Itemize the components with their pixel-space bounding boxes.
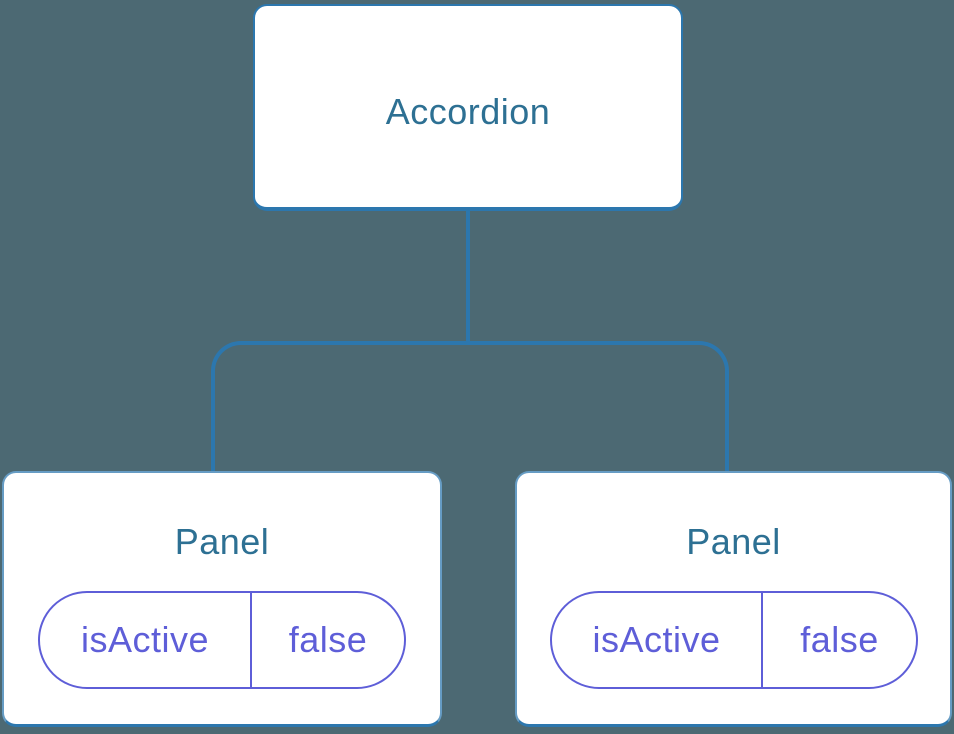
state-pill-right: isActive false (549, 591, 918, 689)
connector-stem (466, 209, 470, 345)
state-value-left: false (288, 619, 368, 660)
panel-node-right-label: Panel (686, 521, 781, 562)
accordion-node: Accordion (253, 4, 683, 211)
state-key-right: isActive (552, 593, 764, 687)
state-pill-left: isActive false (38, 591, 406, 689)
accordion-node-label: Accordion (385, 90, 551, 132)
state-value-right: false (800, 619, 879, 660)
state-key-left: isActive (40, 593, 252, 687)
panel-node-left: Panel isActive false (2, 471, 442, 727)
panel-node-left-label: Panel (174, 521, 270, 562)
connector-bracket (211, 341, 729, 472)
panel-node-right: Panel isActive false (515, 471, 952, 727)
